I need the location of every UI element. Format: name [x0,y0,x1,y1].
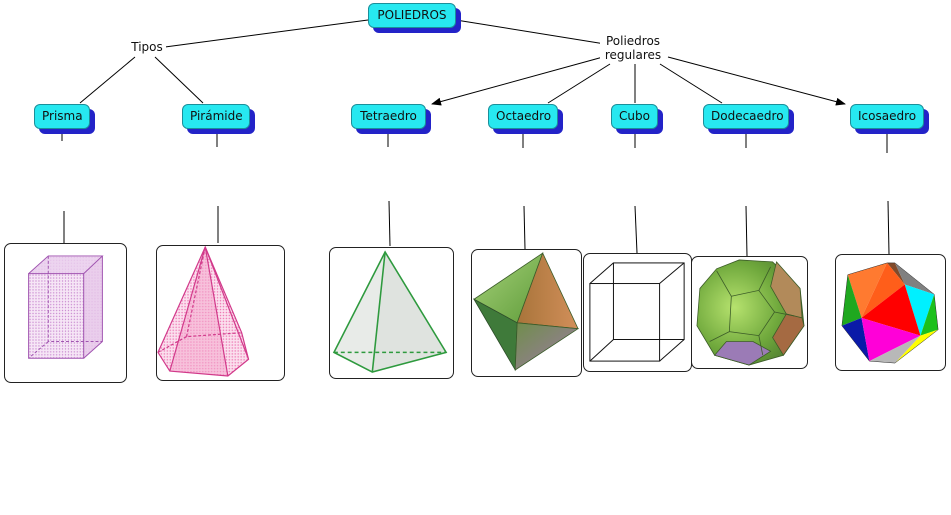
node-poliedros[interactable]: POLIEDROS [368,3,456,28]
stub-cubo-card [634,205,638,254]
link-label-poliedros-regulares: Poliedros regulares [600,34,666,62]
link-label-line2: regulares [604,48,662,62]
link-label-line1: Poliedros [605,34,661,48]
line-tipos-prisma [79,56,136,104]
stub-tetraedro-card [388,200,391,247]
line-regulares-octaedro [547,63,611,104]
card-dodecaedro [691,256,808,369]
stub-octaedro-card [523,205,526,250]
node-tetraedro[interactable]: Tetraedro [351,104,426,129]
card-piramide [156,245,285,381]
card-prisma [4,243,127,383]
stub-dodecaedro-card [745,205,748,257]
link-label-tipos: Tipos [128,40,166,54]
line-regulares-icosaedro [667,56,846,106]
line-root-tipos [164,19,369,48]
cubo-image [589,262,685,362]
line-regulares-tetraedro [431,56,604,106]
node-piramide[interactable]: Pirámide [182,104,250,129]
tetraedro-image [332,250,448,373]
node-cubo[interactable]: Cubo [611,104,658,129]
card-octaedro [471,249,582,377]
card-icosaedro [835,254,946,371]
line-regulares-dodecaedro [659,63,723,104]
card-cubo [583,253,692,372]
card-tetraedro [329,247,454,379]
node-octaedro[interactable]: Octaedro [488,104,558,129]
prisma-image [28,255,104,359]
line-root-regulares [455,19,606,45]
node-prisma[interactable]: Prisma [34,104,90,129]
node-dodecaedro[interactable]: Dodecaedro [703,104,789,129]
octaedro-image [472,252,580,372]
icosaedro-image [841,262,939,364]
stub-icosaedro-card [887,200,890,255]
piramide-image [157,246,250,377]
dodecaedro-image [696,259,805,366]
line-tipos-piramide [154,56,204,104]
node-icosaedro[interactable]: Icosaedro [850,104,924,129]
